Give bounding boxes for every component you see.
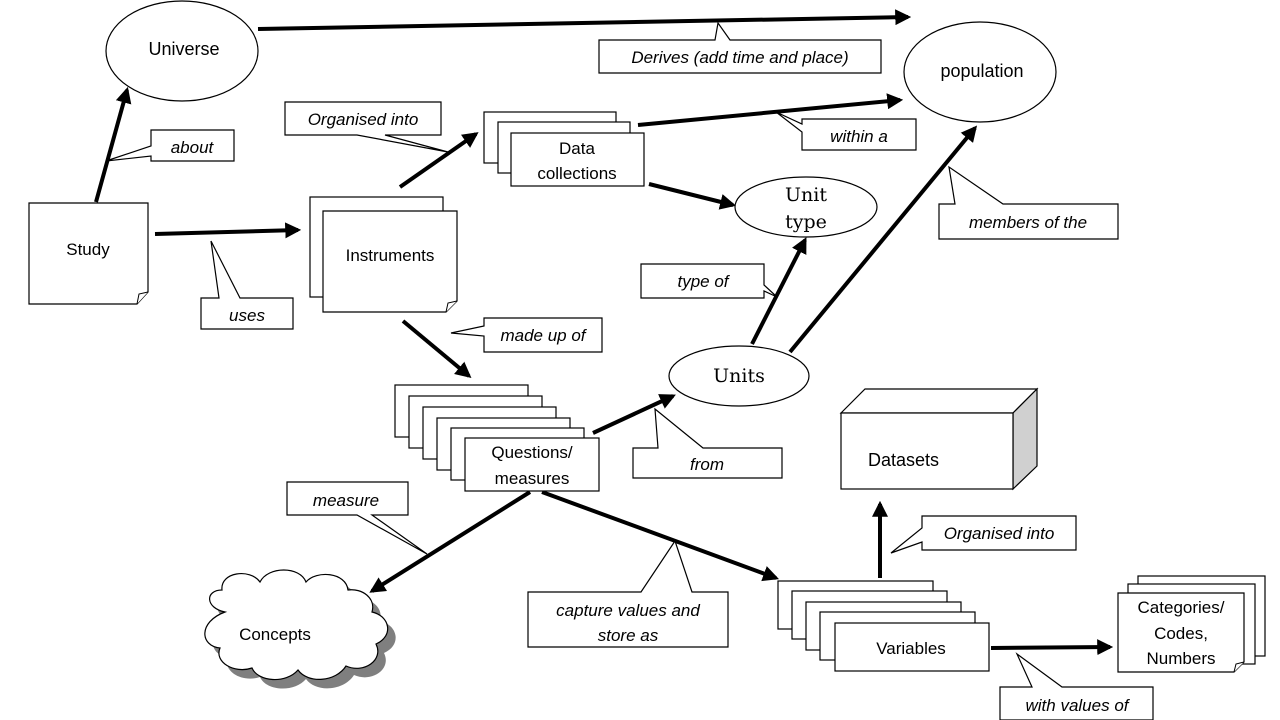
- svg-text:Derives (add time and place): Derives (add time and place): [631, 48, 848, 67]
- concepts-label: Concepts: [239, 625, 311, 644]
- svg-text:with values of: with values of: [1026, 696, 1131, 715]
- concepts-node: Concepts: [204, 569, 396, 689]
- instruments-label: Instruments: [346, 246, 435, 265]
- arrow-units-to-unit-type: [750, 237, 807, 345]
- arrow-questions-to-variables: [541, 490, 780, 582]
- categories-label-line2: Codes,: [1154, 624, 1208, 643]
- svg-text:from: from: [690, 455, 724, 474]
- callout-members-of-the: members of the: [938, 165, 1119, 240]
- categories-label-line3: Numbers: [1147, 649, 1216, 668]
- arrow-questions-to-units: [592, 394, 676, 435]
- unit-type-label-line2: type: [785, 211, 827, 233]
- variables-label: Variables: [876, 639, 946, 658]
- callout-derives: Derives (add time and place): [598, 21, 882, 74]
- arrow-study-to-instruments: [154, 222, 302, 239]
- population-node: population: [903, 21, 1057, 123]
- arrow-instruments-to-questions: [401, 319, 472, 379]
- instruments-node: Instruments: [309, 196, 458, 313]
- arrows: [94, 9, 1114, 656]
- unit-type-node: Unit type: [734, 176, 878, 238]
- callout-about: about: [105, 129, 235, 162]
- arrow-data-collections-to-unit-type: [648, 182, 737, 210]
- svg-text:about: about: [171, 138, 215, 157]
- svg-text:made up of: made up of: [500, 326, 587, 345]
- questions-node: Questions/ measures: [394, 384, 600, 492]
- data-collections-label-line2: collections: [537, 164, 616, 183]
- arrow-questions-to-concepts: [369, 490, 532, 593]
- categories-label-line1: Categories/: [1138, 598, 1225, 617]
- svg-text:uses: uses: [229, 306, 265, 325]
- arrow-variables-to-categories: [990, 639, 1114, 656]
- svg-text:measure: measure: [313, 491, 379, 510]
- unit-type-label-line1: Unit: [785, 184, 827, 206]
- callout-from: from: [632, 407, 783, 479]
- units-node: Units: [668, 345, 810, 407]
- arrow-instruments-to-data-collections: [398, 132, 479, 189]
- svg-text:Organised into: Organised into: [308, 110, 419, 129]
- callout-made-up-of: made up of: [450, 317, 603, 353]
- callout-uses: uses: [200, 240, 294, 330]
- svg-text:members of the: members of the: [969, 213, 1087, 232]
- questions-label-line2: measures: [495, 469, 570, 488]
- svg-text:Organised into: Organised into: [944, 524, 1055, 543]
- study-label: Study: [66, 240, 110, 259]
- svg-text:within a: within a: [830, 127, 888, 146]
- callout-organised-into-1: Organised into: [284, 101, 449, 153]
- arrow-universe-to-population: [257, 9, 912, 31]
- data-collections-label-line1: Data: [559, 139, 595, 158]
- study-node: Study: [28, 202, 149, 305]
- variables-node: Variables: [777, 580, 990, 672]
- arrow-data-collections-to-population: [637, 93, 904, 127]
- callout-organised-into-2: Organised into: [890, 515, 1077, 554]
- svg-text:store as: store as: [598, 626, 659, 645]
- arrow-units-to-population: [788, 125, 978, 354]
- callout-type-of: type of: [640, 263, 778, 299]
- callout-measure: measure: [286, 481, 428, 555]
- datasets-label: Datasets: [868, 450, 939, 470]
- units-label: Units: [713, 365, 765, 387]
- callout-with-values-of: with values of: [999, 652, 1154, 720]
- universe-label: Universe: [148, 39, 219, 59]
- svg-text:type of: type of: [677, 272, 730, 291]
- svg-text:capture values and: capture values and: [556, 601, 700, 620]
- callout-within-a: within a: [775, 111, 917, 151]
- datasets-node: Datasets: [839, 387, 1039, 491]
- data-collections-node: Data collections: [483, 111, 645, 187]
- universe-node: Universe: [105, 0, 259, 102]
- questions-label-line1: Questions/: [491, 443, 573, 462]
- categories-node: Categories/ Codes, Numbers: [1117, 575, 1266, 673]
- arrow-study-to-universe: [94, 86, 132, 203]
- population-label: population: [940, 61, 1023, 81]
- callout-capture-values: capture values and store as: [527, 539, 729, 648]
